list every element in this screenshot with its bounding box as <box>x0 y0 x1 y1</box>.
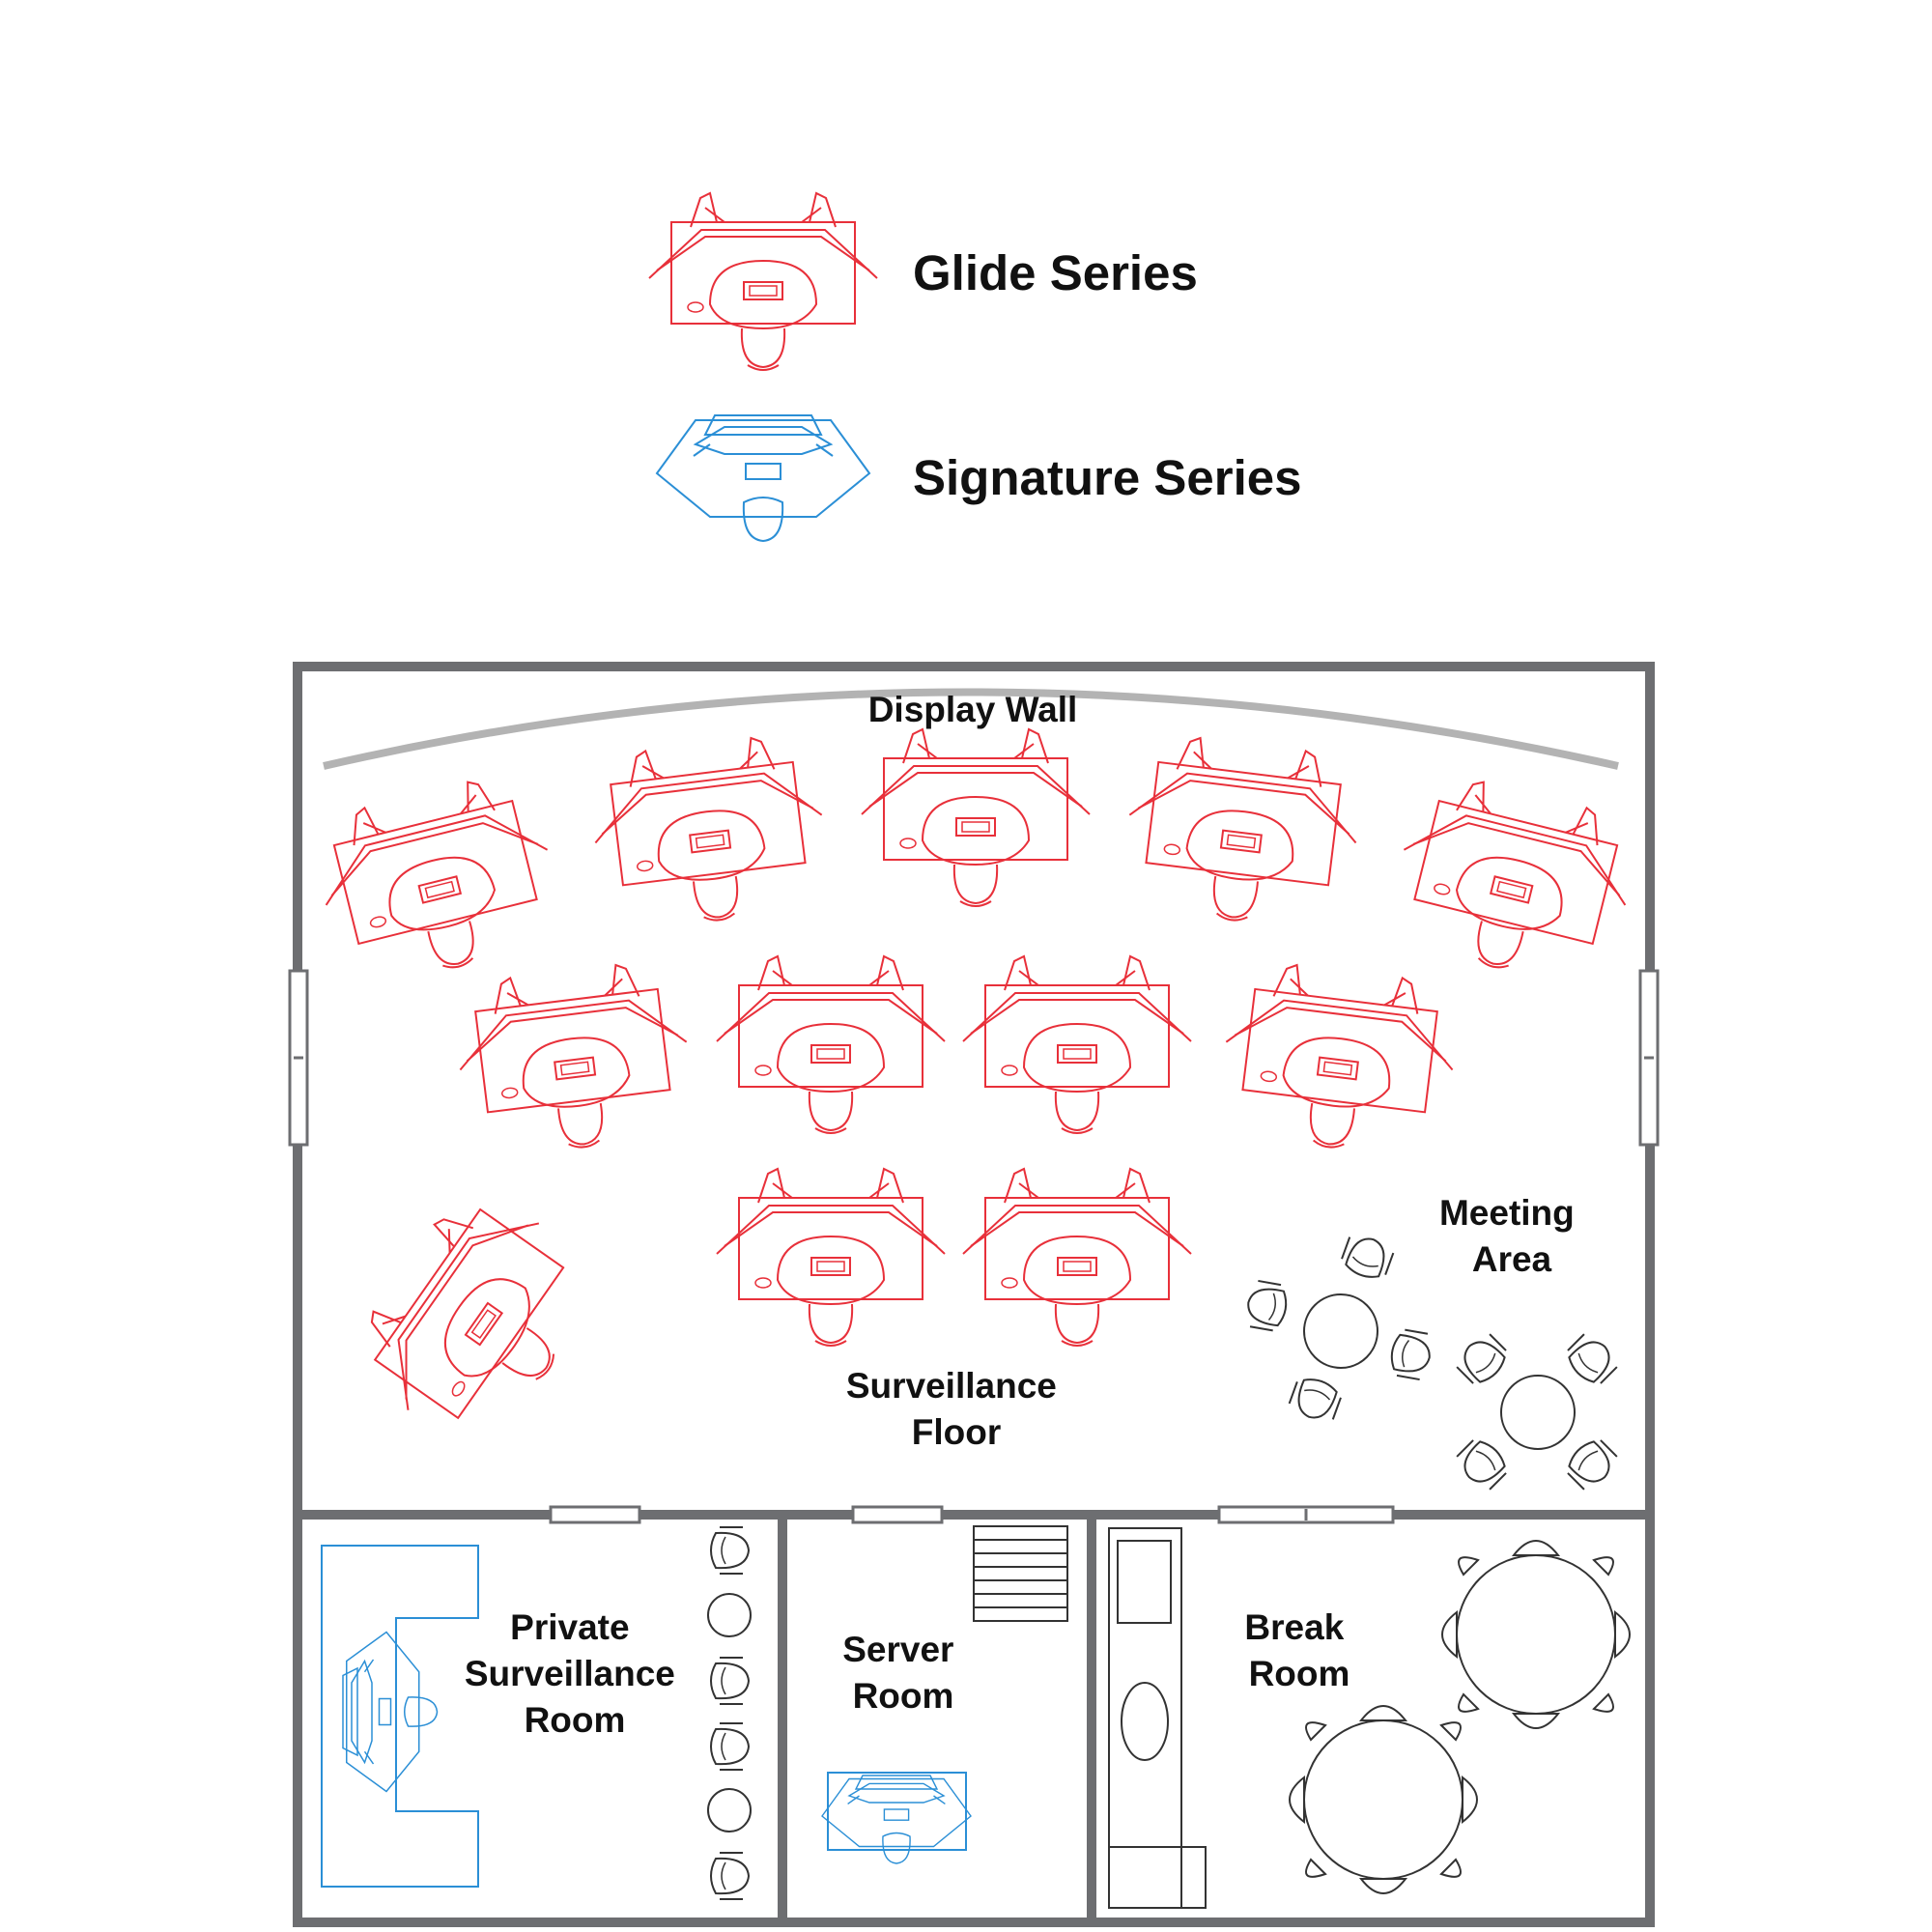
break-room-label: Break Room <box>1244 1607 1353 1693</box>
stool-icon <box>707 1593 752 1637</box>
glide-workstation-icon <box>861 728 1091 907</box>
stairs-icon <box>973 1525 1068 1622</box>
chair-icon <box>710 1852 750 1900</box>
chair-icon <box>1560 1433 1623 1495</box>
glide-workstation-icon <box>1117 729 1368 935</box>
private-room-desk <box>321 1545 479 1888</box>
glide-workstation-icon <box>583 729 835 935</box>
glide-workstation-icon <box>1380 766 1647 996</box>
surveillance-workstations <box>304 728 1647 1464</box>
round-table-icon <box>1303 1293 1378 1369</box>
chair-icon <box>1451 1328 1514 1391</box>
glide-workstation-icon <box>716 955 946 1134</box>
glide-workstation-icon <box>962 1168 1192 1347</box>
private-room-seating <box>707 1526 752 1900</box>
glide-workstation-icon <box>1213 956 1464 1162</box>
glide-workstation-icon <box>337 1173 615 1464</box>
meeting-tables <box>1243 1230 1623 1495</box>
meeting-area-label: Meeting Area <box>1439 1193 1584 1279</box>
doors <box>288 969 1660 1524</box>
chair-icon <box>710 1722 750 1771</box>
chair-icon <box>1387 1327 1435 1382</box>
stool-icon <box>707 1788 752 1833</box>
chair-icon <box>1560 1328 1623 1391</box>
glide-workstation-icon <box>716 1168 946 1347</box>
server-room-label: Server Room <box>842 1630 964 1716</box>
door-icon <box>549 1505 641 1524</box>
round-table-icon <box>1303 1719 1463 1880</box>
signature-series-label: Signature Series <box>913 450 1302 505</box>
display-wall-label: Display Wall <box>868 690 1078 729</box>
door-icon <box>851 1505 944 1524</box>
legend: Glide Series Signature Series <box>648 192 1302 542</box>
fridge-icon <box>1117 1540 1172 1624</box>
chair-icon <box>710 1526 750 1575</box>
glide-workstation-icon <box>962 955 1192 1134</box>
round-table-icon <box>1500 1375 1576 1450</box>
display-wall-arc <box>323 688 1619 770</box>
chair-icon <box>710 1657 750 1705</box>
server-room-desk <box>821 1772 972 1864</box>
sink-icon <box>1121 1682 1169 1761</box>
chair-icon <box>1243 1278 1291 1333</box>
glide-series-label: Glide Series <box>913 245 1198 300</box>
round-table-icon <box>1456 1554 1616 1715</box>
break-tables <box>1289 1540 1631 1894</box>
glide-workstation-icon <box>304 766 571 996</box>
private-room-label: Private Surveillance Room <box>465 1607 685 1740</box>
signature-workstation-icon <box>342 1631 439 1793</box>
chair-icon <box>1286 1372 1346 1427</box>
chair-icon <box>1337 1230 1397 1285</box>
walls <box>293 662 1655 1927</box>
glide-workstation-icon <box>648 192 878 371</box>
signature-workstation-icon <box>656 414 870 542</box>
chair-icon <box>1451 1433 1514 1495</box>
counter <box>1108 1527 1207 1909</box>
surveillance-floor-label: Surveillance Floor <box>846 1366 1066 1452</box>
glide-workstation-icon <box>448 956 699 1162</box>
